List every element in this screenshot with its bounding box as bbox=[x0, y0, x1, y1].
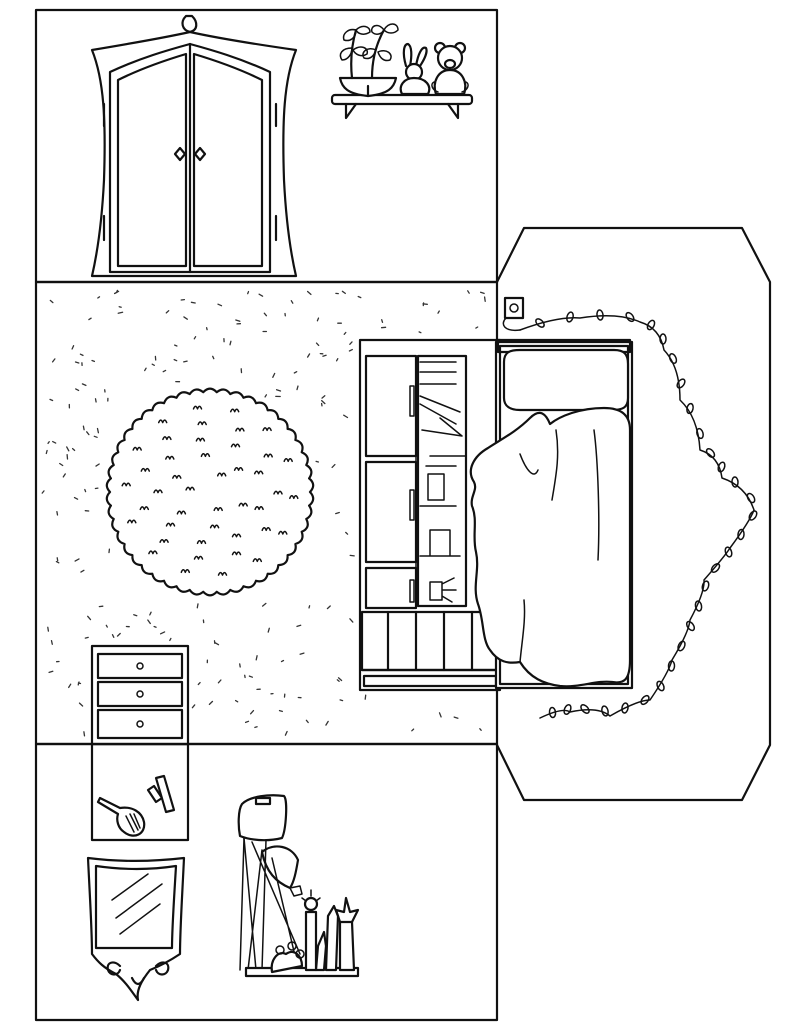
dresser-base-icon bbox=[90, 742, 190, 842]
shelf-icon bbox=[330, 93, 474, 120]
round-rug-icon bbox=[105, 387, 315, 597]
side-wall-panel bbox=[495, 226, 772, 802]
crayons-icon bbox=[244, 889, 360, 978]
floor-speckle-texture bbox=[41, 289, 486, 737]
string-lights-icon bbox=[519, 309, 758, 719]
bed-icon bbox=[469, 338, 634, 690]
wardrobe-icon bbox=[90, 14, 298, 278]
front-wall-panel bbox=[34, 742, 499, 1022]
mirror-icon bbox=[86, 856, 186, 1002]
bunny-toy-icon bbox=[399, 42, 431, 96]
potted-plant-icon bbox=[338, 23, 399, 98]
dresser-icon bbox=[90, 644, 190, 746]
makeup-icon bbox=[146, 774, 176, 814]
hairbrush-icon bbox=[96, 796, 146, 837]
lamp-icon bbox=[237, 794, 303, 971]
power-outlet-icon bbox=[502, 296, 525, 332]
teddy-bear-icon bbox=[431, 41, 469, 96]
